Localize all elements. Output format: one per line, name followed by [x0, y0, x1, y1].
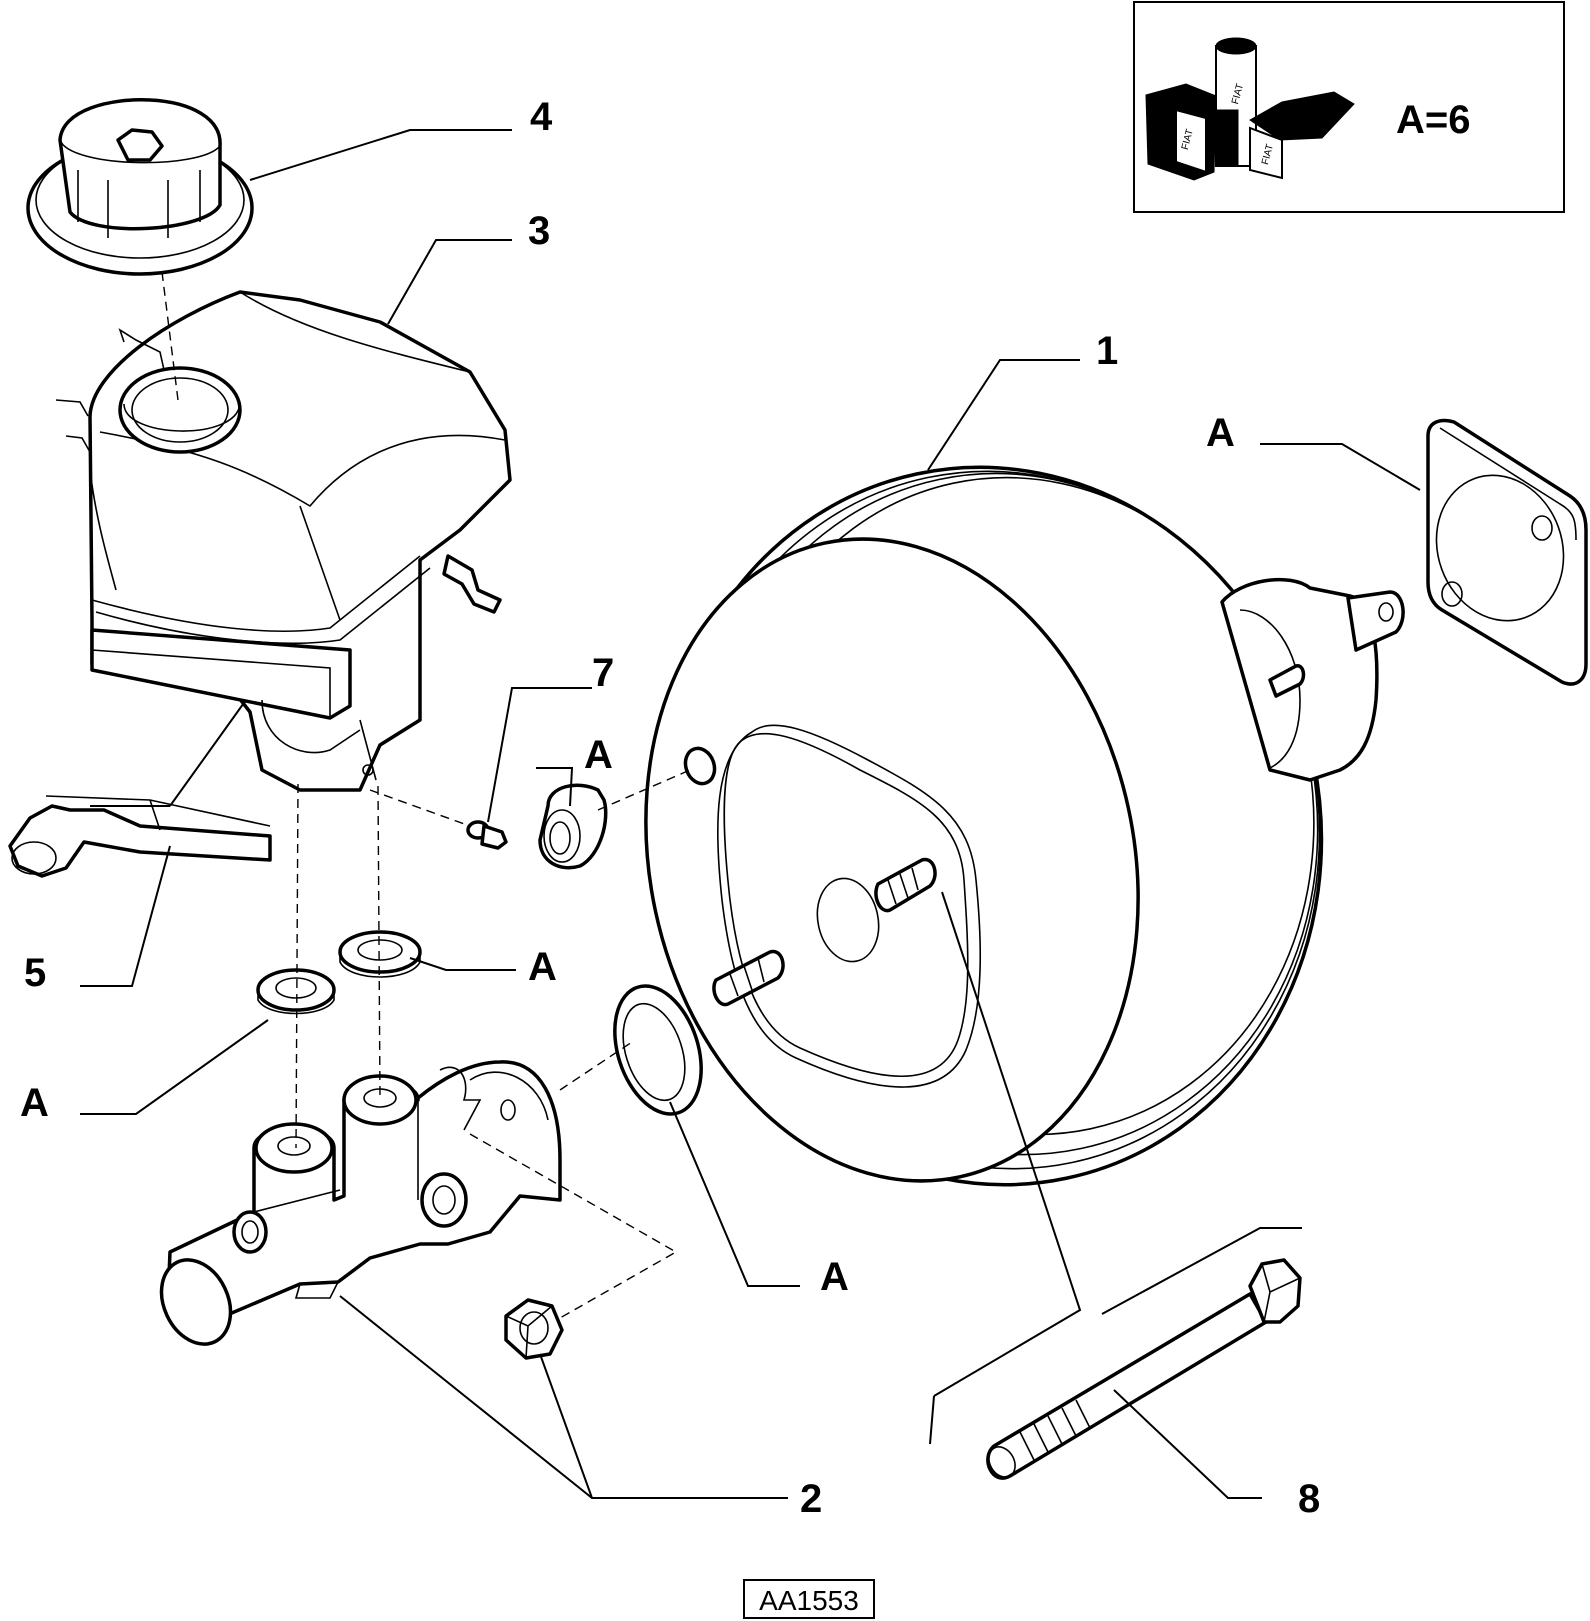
retaining-screw	[466, 820, 508, 850]
callout-8: 8	[1298, 1477, 1320, 1521]
hex-nut	[504, 1298, 564, 1360]
master-cylinder-oring	[613, 984, 703, 1116]
drawing-code-label: AA1553	[743, 1579, 875, 1619]
callout-a-grommet: A	[584, 733, 613, 777]
callout-labels: 4 3 1 A 7 A 5 A A A 2 8	[20, 95, 1320, 1521]
reservoir-cap	[26, 98, 254, 276]
mounting-bolt	[986, 1258, 1302, 1480]
fiat-logo-text: FIAT	[1230, 82, 1246, 105]
callout-a-seal-upper: A	[528, 945, 557, 989]
callout-4: 4	[530, 95, 553, 139]
fiat-logo-text: FIAT	[1260, 143, 1276, 166]
drawing-code: AA1553	[759, 1585, 859, 1616]
reservoir-seal-upper	[338, 930, 422, 978]
brake-fluid-reservoir	[55, 290, 512, 792]
assembly-centerlines	[161, 271, 691, 1319]
fiat-kit-logo: FIAT FIAT FIAT	[1145, 37, 1355, 181]
callout-1: 1	[1096, 329, 1118, 373]
level-sensor-connector	[8, 795, 272, 878]
brake-servo-booster	[644, 465, 1405, 1187]
kit-quantity-note: A=6	[1396, 98, 1471, 142]
callout-2: 2	[800, 1477, 822, 1521]
fiat-logo-text: FIAT	[1180, 128, 1196, 151]
vacuum-grommet	[538, 783, 608, 870]
callout-3: 3	[528, 209, 550, 253]
callout-a-seal-lower: A	[20, 1081, 49, 1125]
callout-a-oring: A	[820, 1255, 849, 1299]
brake-master-cylinder	[159, 1060, 562, 1346]
callout-a-flange-gasket: A	[1206, 411, 1235, 455]
callout-5: 5	[24, 951, 46, 995]
kit-quantity-box: FIAT FIAT FIAT A=6	[1133, 1, 1565, 213]
servo-flange-gasket	[1426, 418, 1588, 686]
callout-7: 7	[592, 651, 614, 695]
leader-lines	[80, 129, 1421, 1499]
reservoir-seal-lower	[256, 968, 336, 1015]
